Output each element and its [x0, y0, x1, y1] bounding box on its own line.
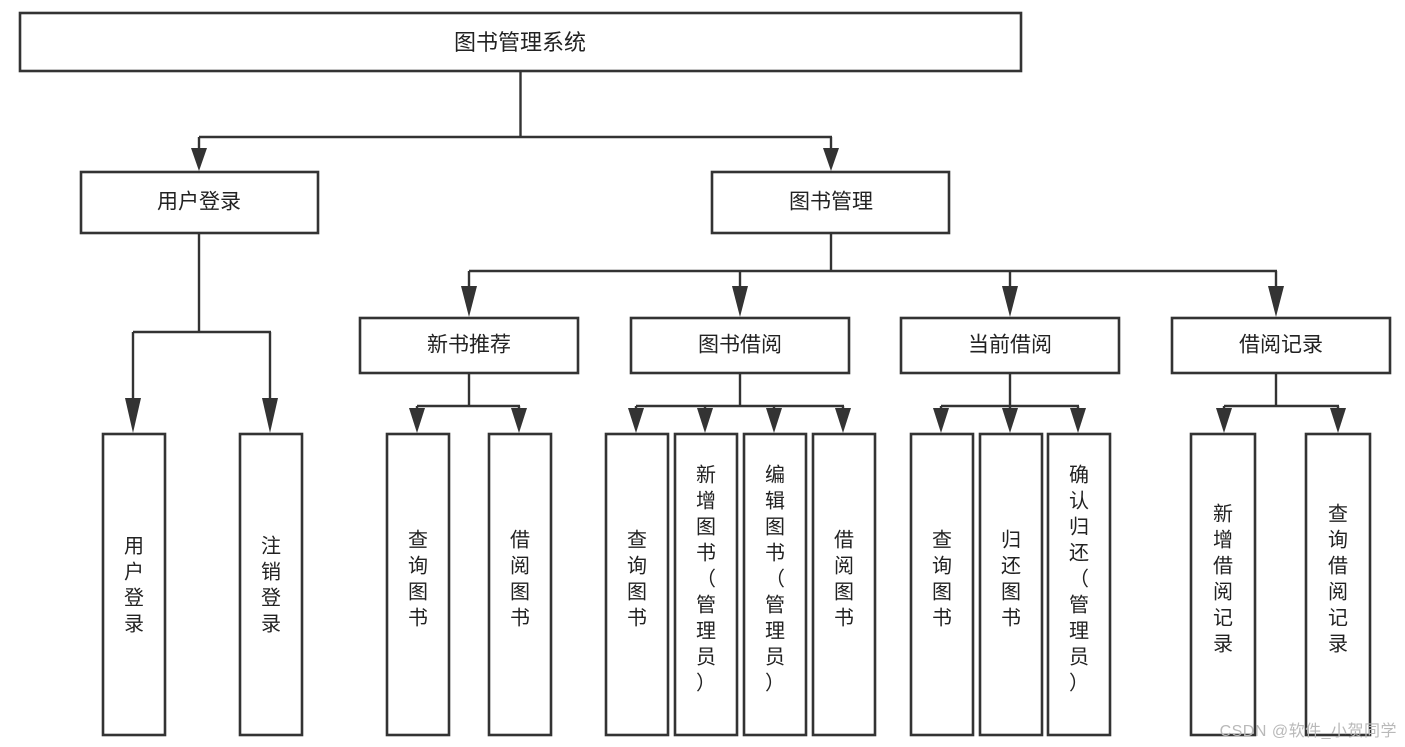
arrow-new-book-leaf-1 [409, 408, 425, 433]
leaf-book-borrow-1-box[interactable] [604, 432, 670, 737]
leaf-current-borrow-1-label: 查询图书 [932, 528, 952, 629]
node-borrow-record-label: 借阅记录 [1239, 334, 1323, 357]
node-borrow-record[interactable]: 借阅记录 [1170, 316, 1392, 375]
leaf-book-borrow-2-label: 新增图书（管理员） [696, 463, 716, 694]
arrow-current-borrow-leaf-1 [933, 408, 949, 433]
node-book-borrow-label: 图书借阅 [698, 334, 782, 357]
leaf-book-borrow-3-box[interactable] [742, 432, 808, 737]
leaf-new-book-2[interactable]: 借阅图书 [487, 432, 553, 737]
node-user-login[interactable]: 用户登录 [79, 170, 320, 235]
leaf-user-login-2-label: 注销登录 [261, 534, 281, 635]
node-book-borrow-box[interactable] [629, 316, 851, 375]
leaf-book-borrow-4[interactable]: 借阅图书 [811, 432, 877, 737]
node-root-book-management-system[interactable]: 图书管理系统 [18, 11, 1023, 73]
leaf-user-login-1-label: 用户登录 [124, 535, 144, 635]
leaf-book-borrow-1-label: 查询图书 [627, 528, 647, 629]
arrow-to-book-borrow [732, 286, 748, 317]
connector-layer [125, 71, 1346, 433]
node-book-management-label: 图书管理 [789, 191, 873, 214]
arrow-book-borrow-leaf-1 [628, 408, 644, 433]
leaf-borrow-record-2-box[interactable] [1304, 432, 1372, 737]
arrow-to-current-borrow [1002, 286, 1018, 317]
leaf-user-login-2[interactable]: 注销登录 [238, 432, 304, 737]
arrow-book-borrow-leaf-2 [697, 408, 713, 433]
leaf-current-borrow-1-box[interactable] [909, 432, 975, 737]
leaf-new-book-1[interactable]: 查询图书 [385, 432, 451, 737]
arrow-to-borrow-record [1268, 286, 1284, 317]
csdn-watermark: CSDN @软件_小贺同学 [1219, 723, 1397, 740]
leaf-borrow-record-1[interactable]: 新增借阅记录 [1189, 432, 1257, 737]
arrow-book-borrow-leaf-3 [766, 408, 782, 433]
leaf-current-borrow-3-box[interactable] [1046, 432, 1112, 737]
node-new-book-recommend[interactable]: 新书推荐 [358, 316, 580, 375]
leaf-book-borrow-4-label: 借阅图书 [834, 528, 854, 629]
node-root-label: 图书管理系统 [454, 30, 586, 55]
leaf-user-login-1-box[interactable] [101, 432, 167, 737]
leaf-borrow-record-1-box[interactable] [1189, 432, 1257, 737]
arrow-current-borrow-leaf-2 [1002, 408, 1018, 433]
arrow-to-user-login [191, 148, 207, 171]
node-current-borrow[interactable]: 当前借阅 [899, 316, 1121, 375]
leaf-borrow-record-2[interactable]: 查询借阅记录 [1304, 432, 1372, 737]
arrow-to-book-mgmt [823, 148, 839, 171]
node-user-login-box[interactable] [79, 170, 320, 235]
leaf-user-login-2-box[interactable] [238, 432, 304, 737]
leaf-borrow-record-1-label: 新增借阅记录 [1213, 502, 1233, 655]
leaf-current-borrow-3[interactable]: 确认归还（管理员） [1046, 432, 1112, 737]
leaf-current-borrow-3-label: 确认归还（管理员） [1069, 463, 1089, 694]
node-new-book-recommend-box[interactable] [358, 316, 580, 375]
node-user-login-label: 用户登录 [157, 191, 241, 214]
arrow-new-book-leaf-2 [511, 408, 527, 433]
leaf-book-borrow-2-box[interactable] [673, 432, 739, 737]
node-book-management[interactable]: 图书管理 [710, 170, 951, 235]
leaf-current-borrow-2[interactable]: 归还图书 [978, 432, 1044, 737]
node-new-book-recommend-label: 新书推荐 [427, 334, 511, 357]
leaf-new-book-2-box[interactable] [487, 432, 553, 737]
leaf-book-borrow-4-box[interactable] [811, 432, 877, 737]
leaf-book-borrow-3-label: 编辑图书（管理员） [765, 463, 785, 694]
node-book-borrow[interactable]: 图书借阅 [629, 316, 851, 375]
node-current-borrow-box[interactable] [899, 316, 1121, 375]
node-book-management-box[interactable] [710, 170, 951, 235]
leaf-current-borrow-2-box[interactable] [978, 432, 1044, 737]
arrow-to-new-book [461, 286, 477, 317]
node-borrow-record-box[interactable] [1170, 316, 1392, 375]
arrow-borrow-record-leaf-2 [1330, 408, 1346, 433]
arrow-current-borrow-leaf-3 [1070, 408, 1086, 433]
node-current-borrow-label: 当前借阅 [968, 334, 1052, 357]
leaf-borrow-record-2-label: 查询借阅记录 [1328, 502, 1348, 655]
arrow-user-login-child-2 [262, 398, 278, 433]
arrow-borrow-record-leaf-1 [1216, 408, 1232, 433]
leaf-user-login-1[interactable]: 用户登录 [101, 432, 167, 737]
leaf-book-borrow-1[interactable]: 查询图书 [604, 432, 670, 737]
arrow-book-borrow-leaf-4 [835, 408, 851, 433]
leaf-new-book-2-label: 借阅图书 [510, 528, 530, 629]
node-root-box[interactable] [18, 11, 1023, 73]
leaf-current-borrow-1[interactable]: 查询图书 [909, 432, 975, 737]
leaf-current-borrow-2-label: 归还图书 [1001, 528, 1021, 629]
leaf-new-book-1-box[interactable] [385, 432, 451, 737]
leaf-new-book-1-label: 查询图书 [408, 528, 428, 629]
arrow-user-login-child-1 [125, 398, 141, 433]
leaf-book-borrow-3[interactable]: 编辑图书（管理员） [742, 432, 808, 737]
leaf-book-borrow-2[interactable]: 新增图书（管理员） [673, 432, 739, 737]
